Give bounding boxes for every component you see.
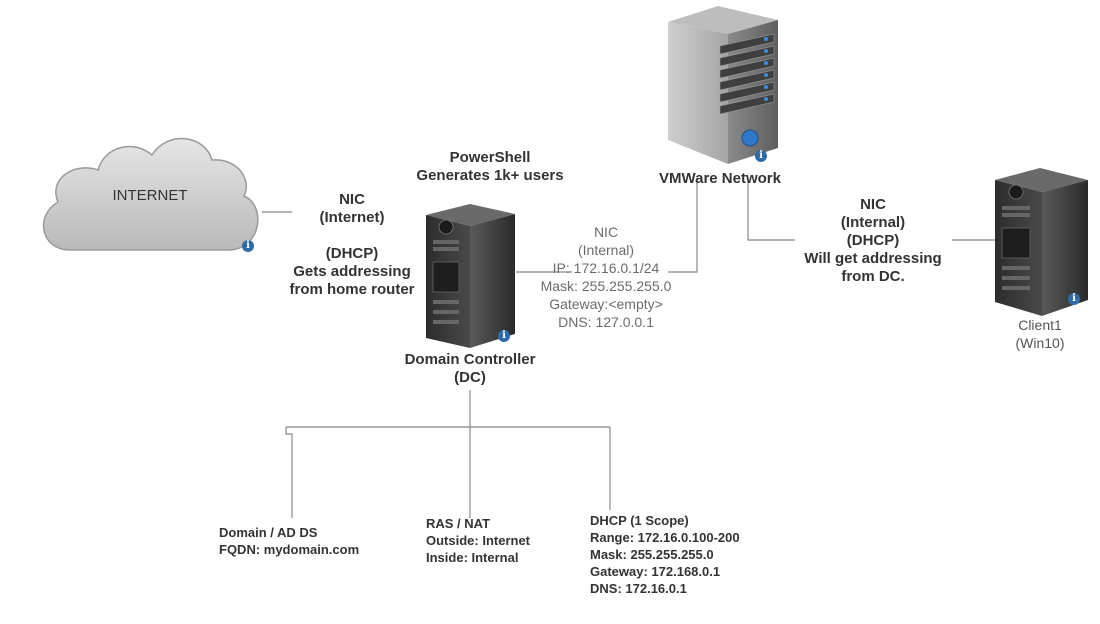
vmware-to-client-line <box>747 178 795 241</box>
client-server-icon <box>995 168 1088 316</box>
dc-server-icon <box>426 204 515 348</box>
client-label: Client1 (Win10) <box>1015 317 1065 351</box>
internet-label: INTERNET <box>112 187 188 204</box>
ad-ds-role-label: Domain / AD DS FQDN: mydomain.com <box>219 525 360 557</box>
dc-internal-nic-label: NIC (Internal) IP: 172.16.0.1/24 Mask: 2… <box>540 224 672 330</box>
vmware-network-label: VMWare Network <box>659 170 781 187</box>
dc-to-vmware-line-2 <box>668 178 698 273</box>
powershell-note: PowerShell Generates 1k+ users <box>416 149 564 184</box>
client-nic-label: NIC (Internal) (DHCP) Will get addressin… <box>804 196 942 285</box>
ad-ds-branch <box>285 427 293 518</box>
vmware-info-icon[interactable]: i <box>755 150 767 162</box>
internet-info-icon[interactable]: i <box>242 240 254 252</box>
client-info-icon[interactable]: i <box>1068 293 1080 305</box>
connector-lines <box>262 178 995 518</box>
dc-label: Domain Controller (DC) <box>404 351 536 386</box>
internet-cloud <box>42 138 259 251</box>
vmware-server-icon <box>668 6 778 164</box>
dhcp-role-label: DHCP (1 Scope) Range: 172.16.0.100-200 M… <box>590 513 740 596</box>
ras-nat-role-label: RAS / NAT Outside: Internet Inside: Inte… <box>426 516 531 565</box>
dc-external-nic-label: NIC (Internet) (DHCP) Gets addressing fr… <box>289 191 415 298</box>
dc-info-icon[interactable]: i <box>498 330 510 342</box>
